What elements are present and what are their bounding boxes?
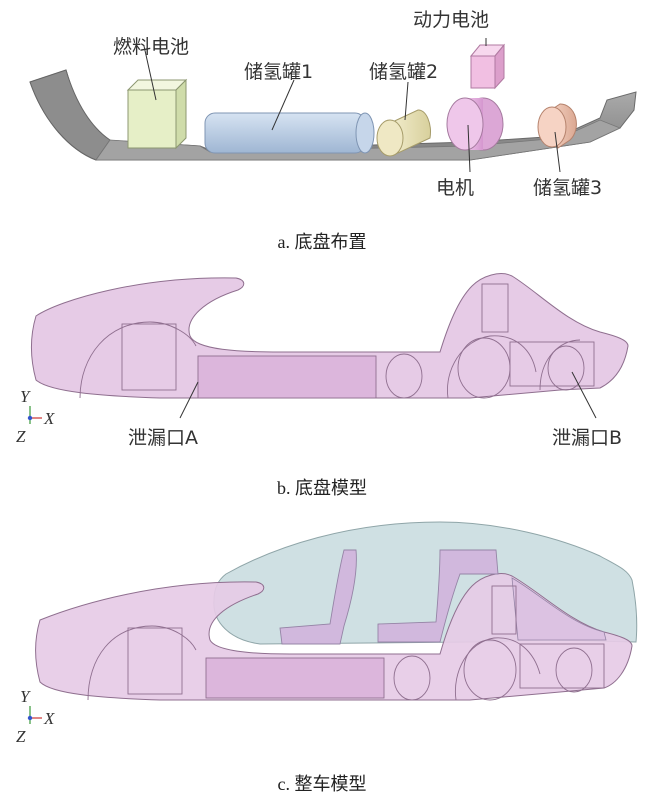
panel-a: 燃料电池 储氢罐1 储氢罐2 动力电池 电机 储氢罐3 a. 底盘布置 [30,9,636,252]
axis-z-label: Z [16,727,26,746]
label-h2-tank-2: 储氢罐2 [369,61,438,83]
chassis-left-fender [30,70,110,160]
axis-y-label: Y [20,387,31,406]
axis-triad-c: Y X Z [16,687,55,746]
label-power-battery: 动力电池 [413,9,489,31]
label-h2-tank-1: 储氢罐1 [244,61,313,83]
label-fuel-cell: 燃料电池 [113,36,189,58]
label-motor: 电机 [436,177,474,199]
fuel-cell-box [128,80,186,148]
label-leak-a: 泄漏口A [128,427,198,449]
panel-b: 泄漏口A 泄漏口B Y X Z b. 底盘模型 [16,274,628,498]
axis-z-label: Z [16,427,26,446]
caption-b: b. 底盘模型 [277,478,367,498]
z-axis-dot [28,716,32,720]
panel-c: Y X Z c. 整车模型 [16,522,637,794]
label-leak-b: 泄漏口B [552,427,622,449]
axis-x-label: X [43,409,55,428]
z-axis-dot [28,416,32,420]
caption-c: c. 整车模型 [278,774,367,794]
hydrogen-tank-1 [205,113,374,153]
motor [447,98,503,150]
power-battery-box [471,45,504,88]
axis-x-label: X [43,709,55,728]
axis-y-label: Y [20,687,31,706]
label-h2-tank-3: 储氢罐3 [533,177,602,199]
axis-triad-b: Y X Z [16,387,55,446]
caption-a: a. 底盘布置 [278,232,367,252]
